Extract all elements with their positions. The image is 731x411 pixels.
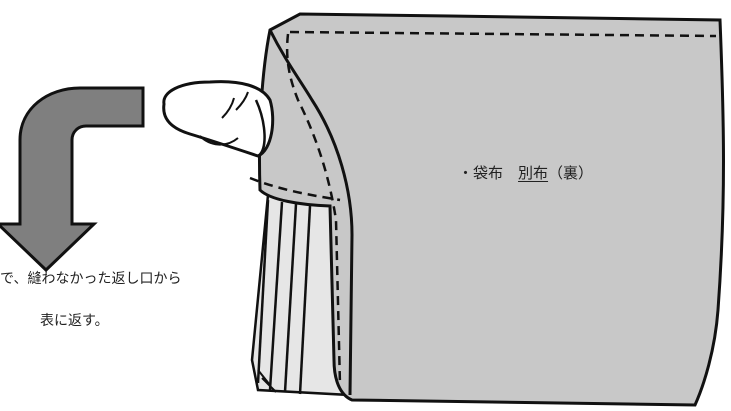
bag-label-suffix: （裏） — [548, 164, 594, 182]
bag-fold-edge — [268, 29, 354, 396]
instruction-line-2: 表に返す。 — [40, 313, 109, 329]
stitch-lines — [249, 30, 717, 386]
instruction-line-1: で、縫わなかった返し口から — [0, 271, 182, 287]
bag-label: ・袋布 別布（裏） — [458, 166, 593, 181]
bag-label-prefix: ・袋布 — [458, 164, 504, 182]
turn-arrow — [0, 86, 145, 273]
lining-pulled-out — [162, 80, 275, 158]
bag-label-part: 別布 — [518, 164, 549, 182]
bag-body — [257, 12, 725, 407]
